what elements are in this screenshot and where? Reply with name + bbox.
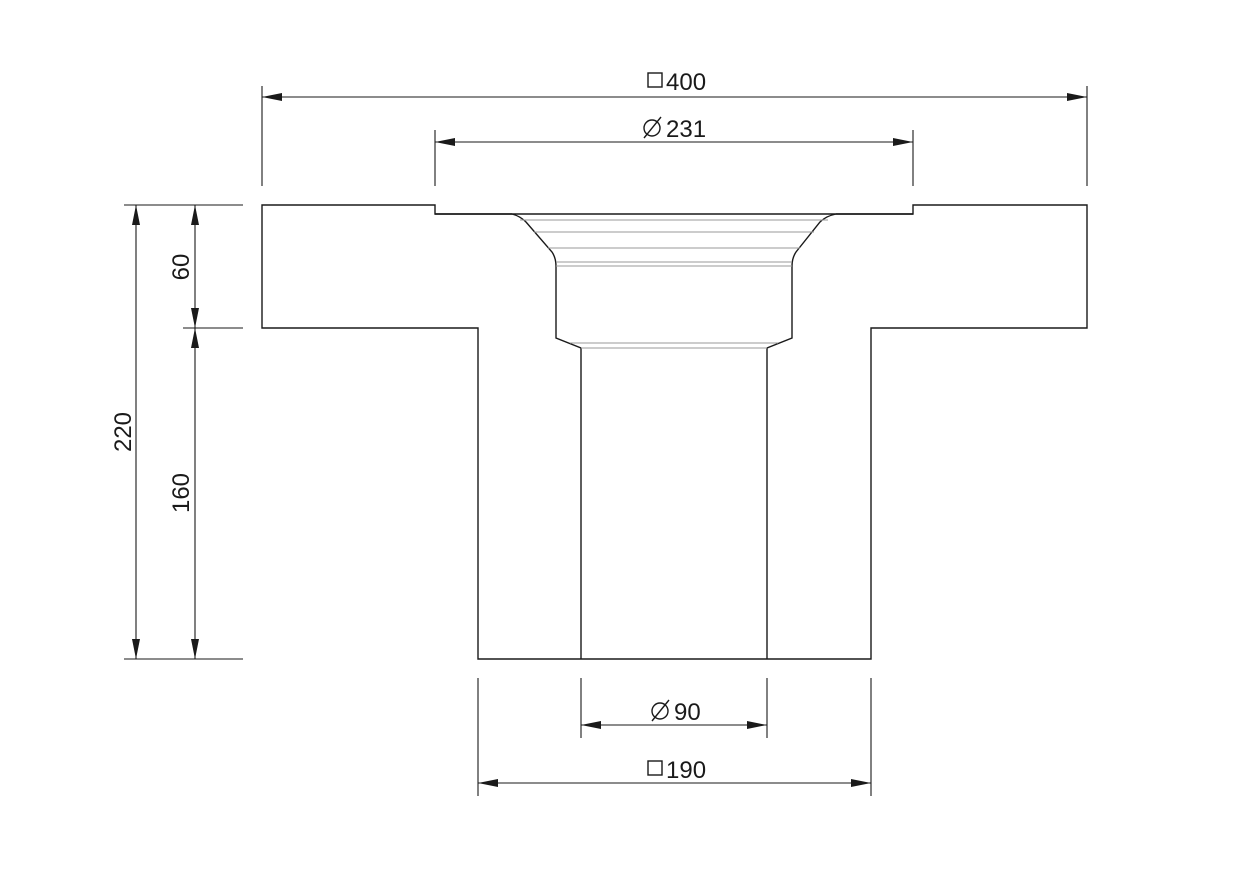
dim-text-231: 231 bbox=[666, 116, 706, 143]
dim-text-400: 400 bbox=[666, 69, 706, 96]
dim-text-160: 160 bbox=[168, 473, 195, 513]
square-symbol-190-icon bbox=[647, 760, 663, 776]
dim-text-220: 220 bbox=[110, 412, 137, 452]
dim-text-190: 190 bbox=[666, 757, 706, 784]
square-symbol-icon bbox=[647, 72, 663, 88]
body-outline bbox=[261, 204, 1088, 660]
diameter-symbol-icon bbox=[643, 116, 662, 139]
funnel-insert bbox=[435, 213, 582, 659]
dim-text-90: 90 bbox=[674, 699, 701, 726]
diameter-symbol-90-icon bbox=[651, 699, 670, 722]
funnel-insert-right bbox=[766, 213, 913, 659]
dim-text-60: 60 bbox=[168, 254, 195, 281]
